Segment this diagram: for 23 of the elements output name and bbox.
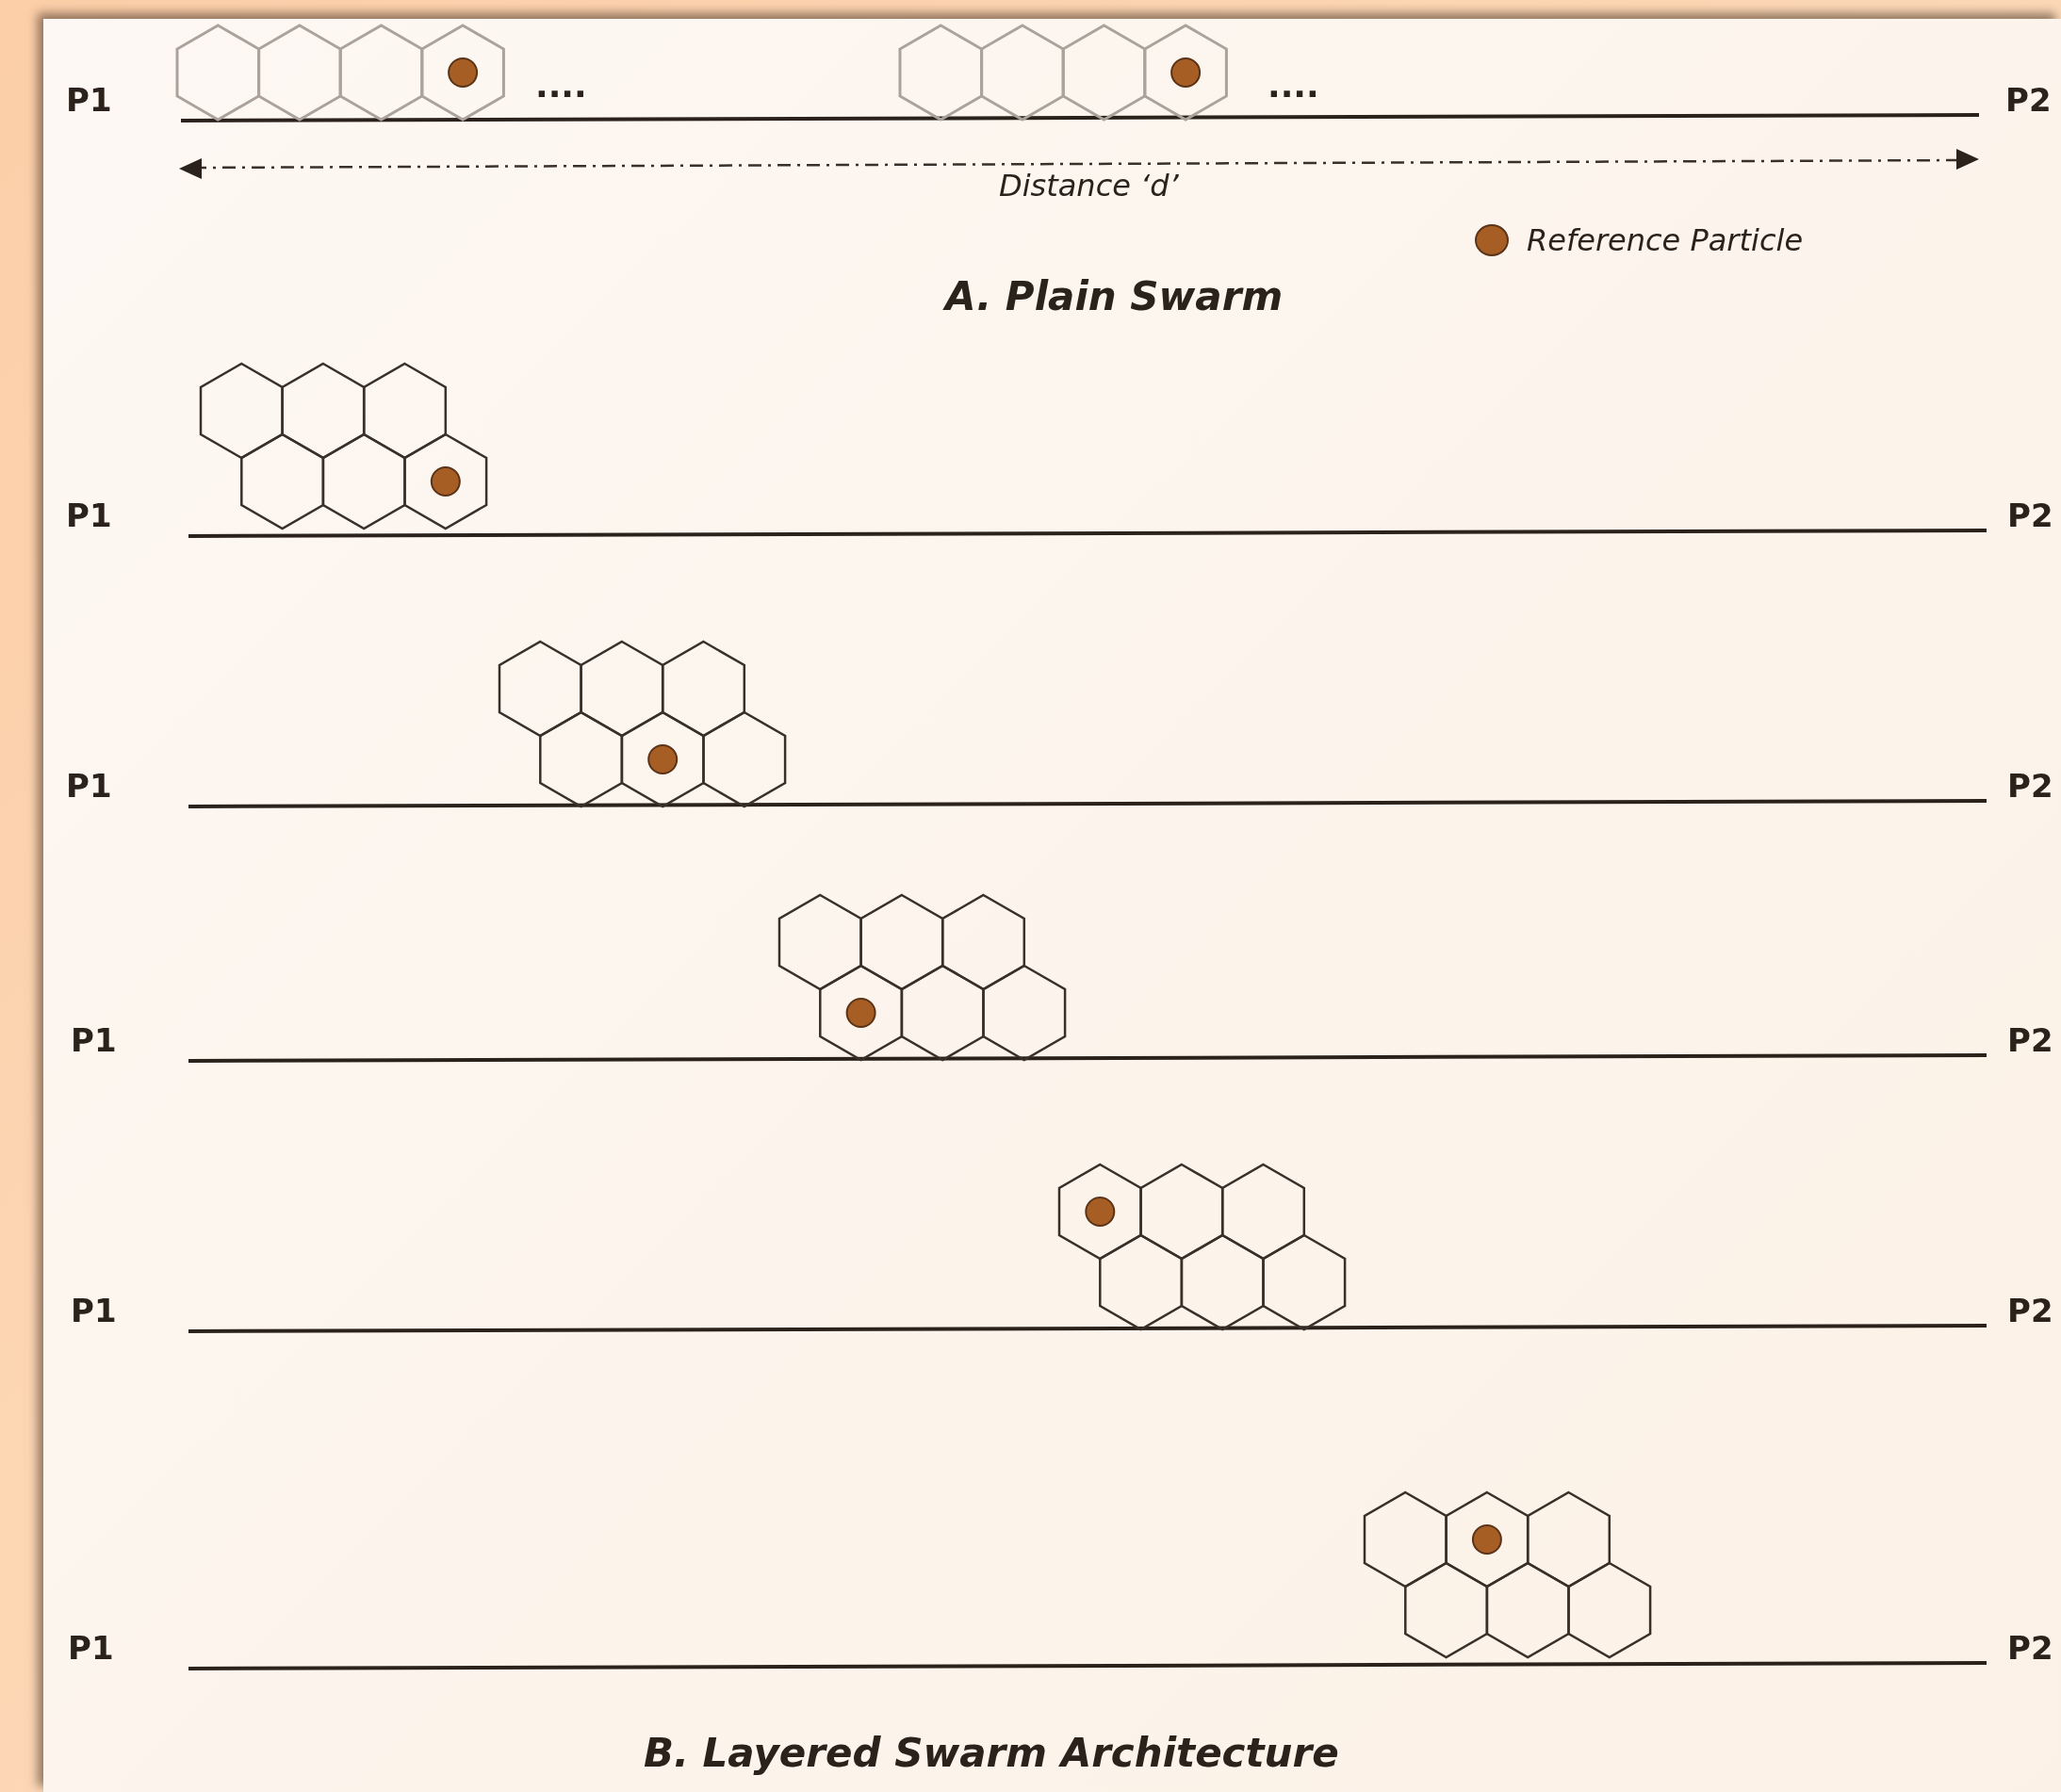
- ellipsis: ....: [535, 66, 587, 105]
- endpoint-label: P2: [1987, 497, 2053, 534]
- endpoint-label: P2: [1987, 767, 2053, 805]
- endpoint-label: P2: [1987, 1021, 2053, 1059]
- endpoint-label: P1: [66, 81, 181, 119]
- legend-label: Reference Particle: [1527, 222, 1804, 258]
- track-line: [181, 113, 1979, 122]
- endpoint-label: P1: [71, 1021, 188, 1059]
- endpoint-label: P1: [68, 1629, 188, 1667]
- track-line: [188, 1661, 1987, 1670]
- track-line: [188, 799, 1987, 808]
- dimension-label: Distance ‘d’: [999, 168, 1179, 204]
- endpoint-label: P1: [66, 767, 188, 805]
- track-line: [188, 1324, 1987, 1333]
- section-caption: B. Layered Swarm Architecture: [644, 1730, 1339, 1776]
- endpoint-label: P2: [1979, 81, 2052, 119]
- endpoint-label: P2: [1987, 1292, 2053, 1329]
- track-line: [188, 1053, 1987, 1063]
- track-line: [188, 529, 1987, 538]
- ellipsis: ....: [1268, 66, 1319, 105]
- endpoint-label: P1: [66, 497, 188, 534]
- endpoint-label: P1: [71, 1292, 188, 1329]
- endpoint-label: P2: [1987, 1629, 2053, 1667]
